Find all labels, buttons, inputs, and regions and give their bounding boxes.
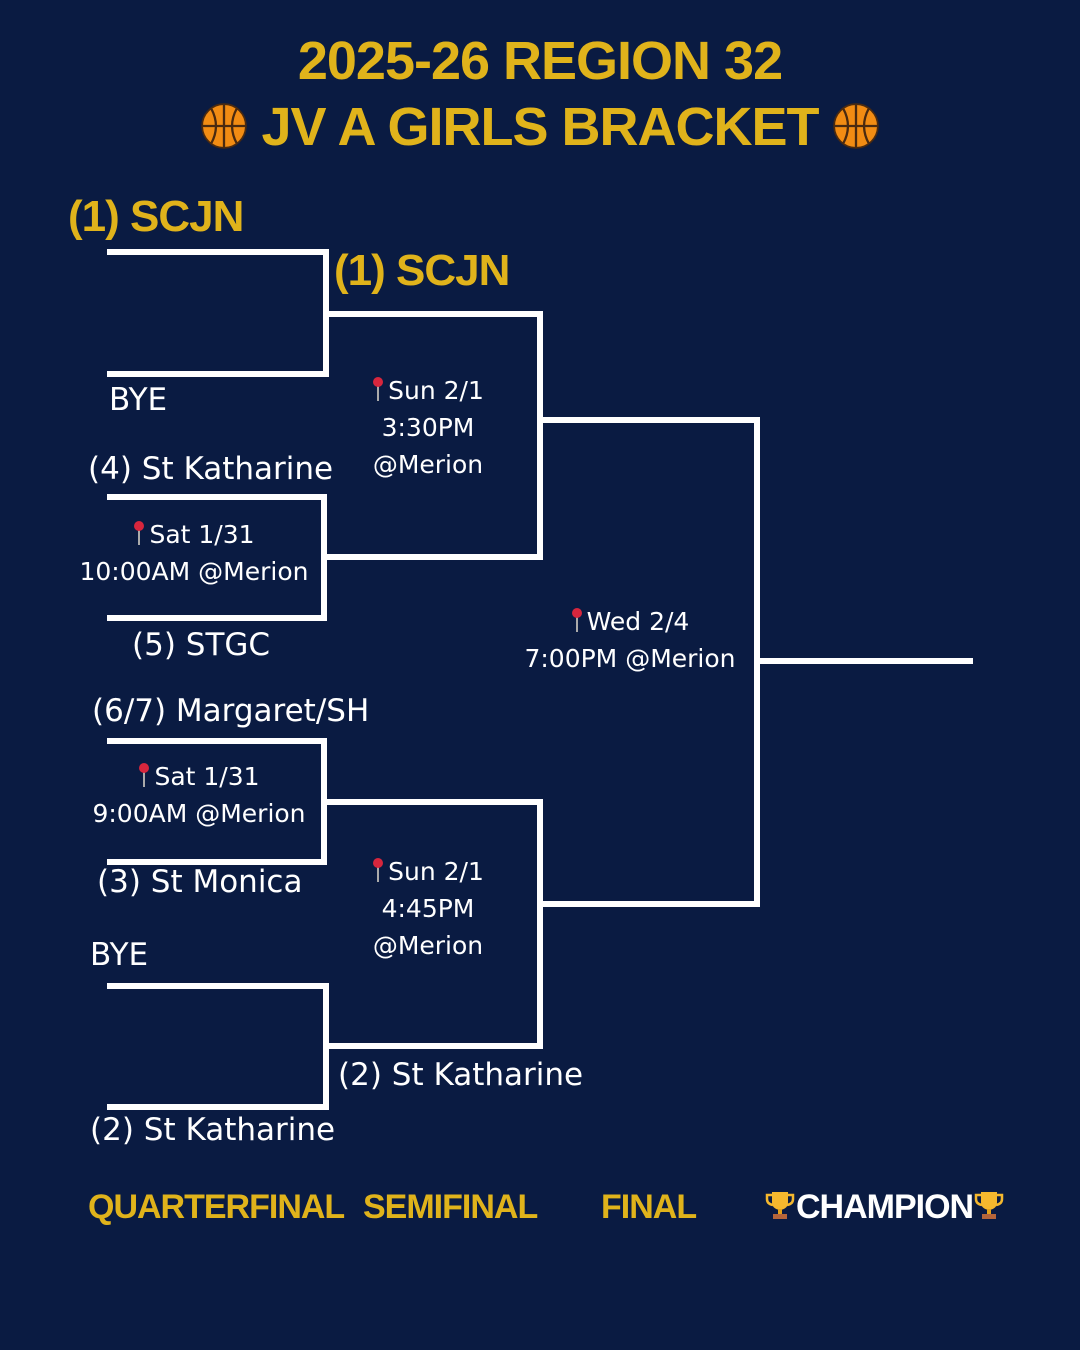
qf2-bracket (107, 494, 327, 621)
sf1-bracket (325, 311, 543, 560)
qf4-bracket (107, 983, 329, 1110)
title-line-1: 2025-26 REGION 32 (297, 31, 783, 91)
pin-icon (373, 377, 384, 401)
qf-team-6: (3) St Monica (97, 864, 303, 900)
sf2-bracket (325, 799, 543, 1049)
round-label-champion: CHAMPION (764, 1188, 1005, 1227)
round-label-final: FINAL (601, 1188, 697, 1226)
qf3-bracket (107, 738, 327, 865)
qf-team-1: (1) SCJN (68, 192, 244, 241)
basketball-icon (201, 103, 248, 149)
qf-game-info-1: Sat 1/31 10:00AM @Merion (79, 520, 309, 586)
qf-team-3: (4) St Katharine (88, 451, 334, 487)
title-line-2: JV A GIRLS BRACKET (0, 96, 1080, 158)
round-label-semifinal: SEMIFINAL (363, 1188, 538, 1226)
sf-team-1: (1) SCJN (334, 246, 510, 295)
qf-team-8: (2) St Katharine (90, 1112, 336, 1148)
trophy-icon (974, 1192, 1004, 1219)
final-game-info: Wed 2/4 7:00PM @Merion (524, 607, 736, 673)
qf-team-7: BYE (90, 937, 149, 973)
pin-icon (373, 858, 384, 882)
title-text: JV A GIRLS BRACKET (261, 97, 819, 157)
qf-team-2: BYE (109, 382, 168, 418)
pin-icon (139, 763, 150, 787)
sf-game-info-2: Sun 2/1 4:45PM @Merion (372, 857, 484, 960)
qf1-bracket (107, 249, 329, 377)
trophy-icon (765, 1192, 795, 1219)
sf-team-2: (2) St Katharine (338, 1057, 584, 1093)
sf-game-info-1: Sun 2/1 3:30PM @Merion (372, 376, 484, 479)
qf-game-info-2: Sat 1/31 9:00AM @Merion (92, 762, 306, 828)
pin-icon (571, 608, 582, 632)
pin-icon (134, 521, 145, 545)
round-label-quarterfinal: QUARTERFINAL (88, 1188, 345, 1226)
qf-team-4: (5) STGC (132, 627, 271, 663)
qf-team-5: (6/7) Margaret/SH (92, 693, 370, 729)
basketball-icon (832, 103, 879, 149)
